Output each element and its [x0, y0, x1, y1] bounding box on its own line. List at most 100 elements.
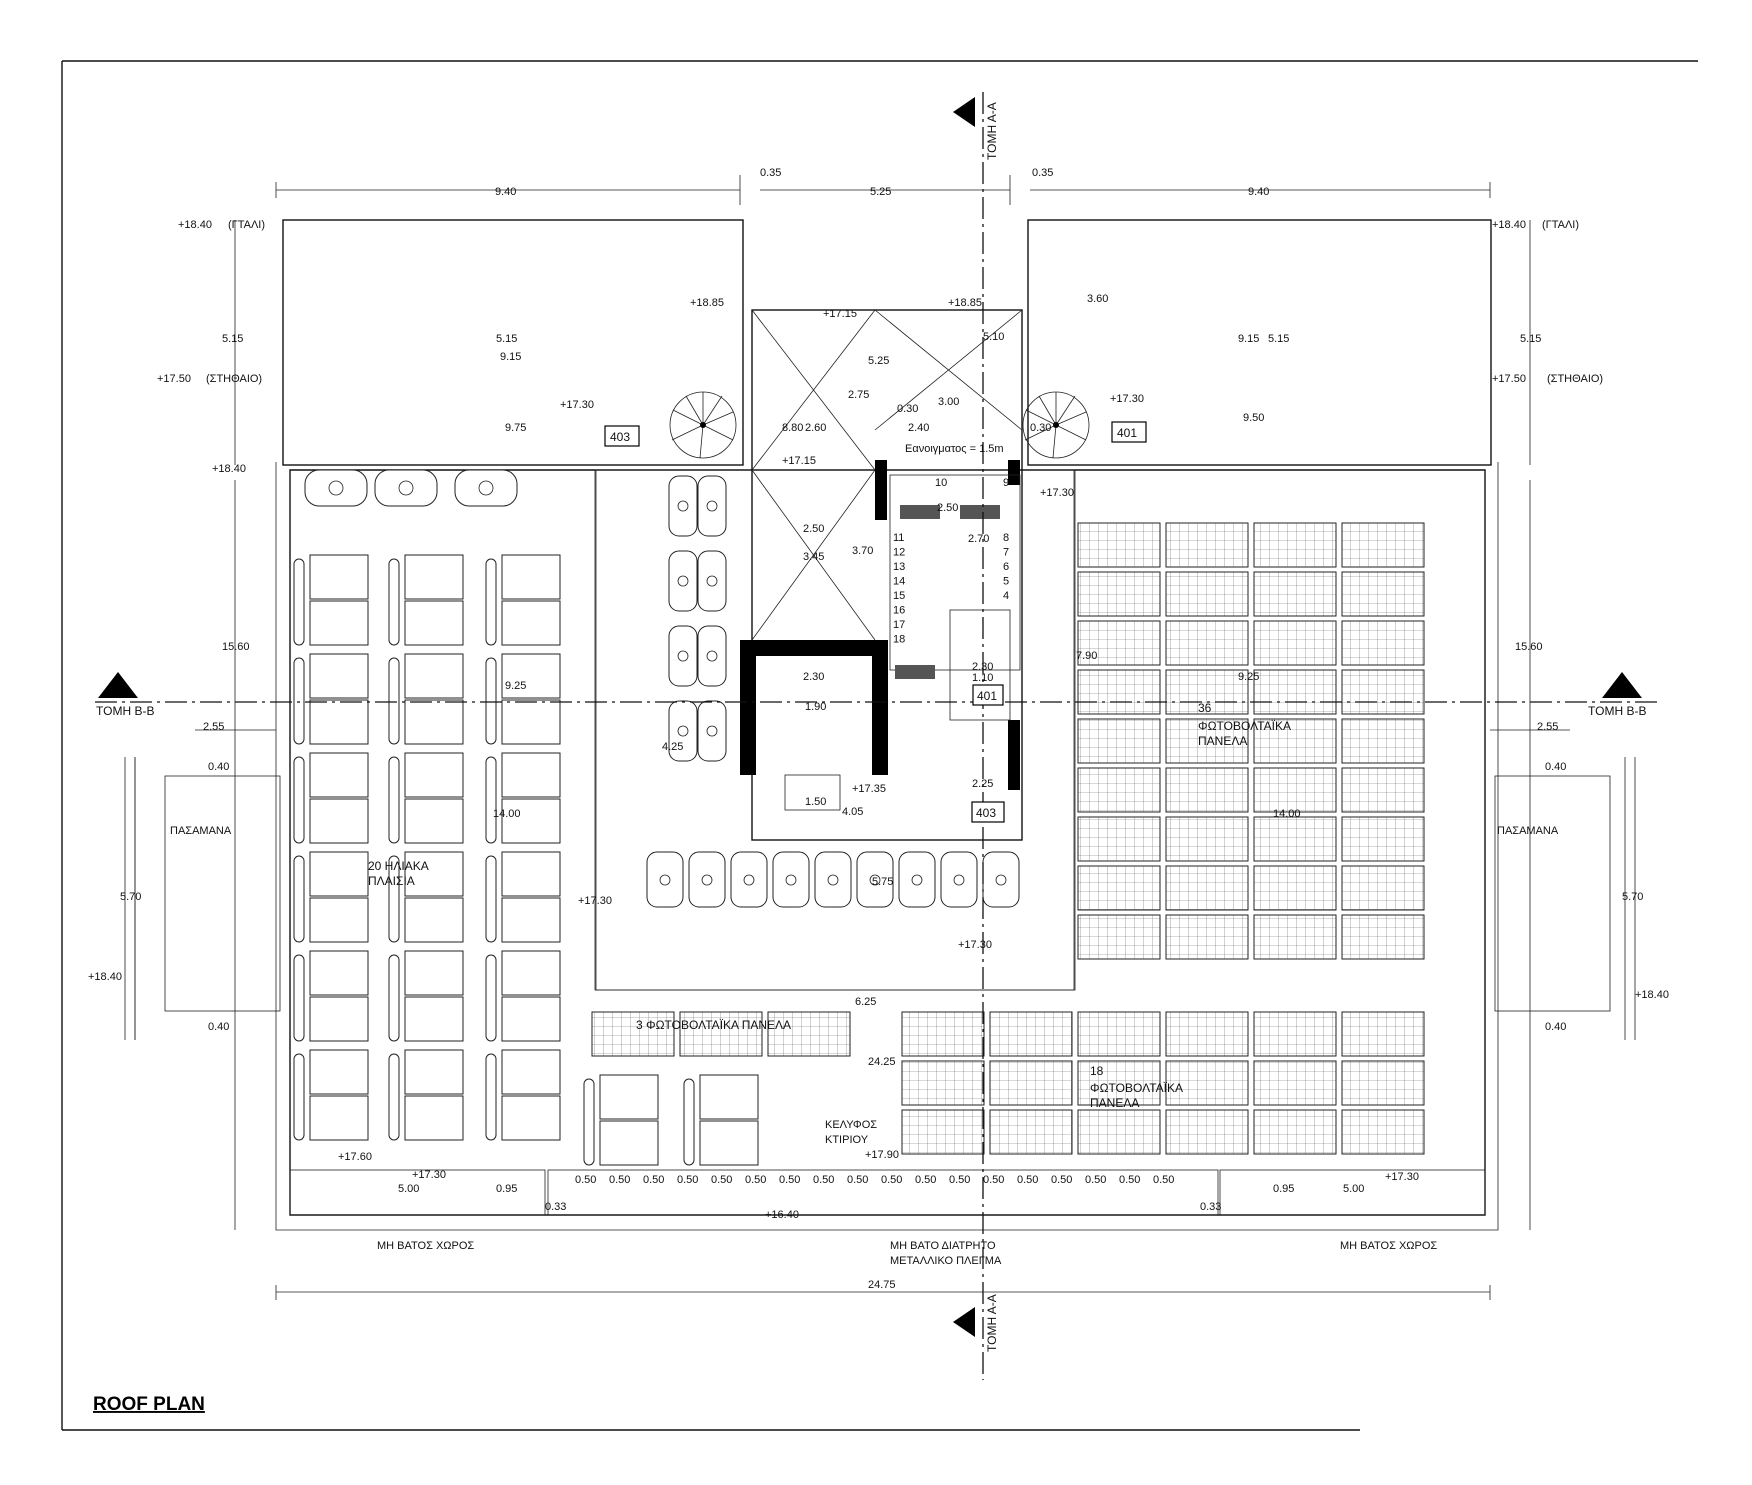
dim-bottom-left: 5.00	[398, 1183, 419, 1195]
non-walkable-right-label: ΜΗ ΒΑΤΟΣ ΧΩΡΟΣ	[1340, 1240, 1437, 1252]
tank-valve	[706, 575, 718, 587]
pv-panel	[1077, 914, 1161, 960]
railing-label-right: ΠΑΣΑΜΑΝΑ	[1497, 825, 1559, 837]
level-column-left-note: (ΣΤΗΘΑΙΟ)	[206, 373, 262, 385]
dim-inner-n: 5.10	[983, 331, 1004, 343]
solar-collector	[309, 752, 369, 798]
dim-core-i: 1.50	[805, 796, 826, 808]
grating-module-dim: 0.50	[813, 1174, 834, 1186]
pv-36-count: 36	[1198, 701, 1212, 715]
water-tank	[697, 700, 727, 762]
solar-collector	[501, 851, 561, 897]
dim-core-c: 3.70	[852, 545, 873, 557]
collector-tank	[388, 657, 400, 745]
pv-panel	[901, 1109, 985, 1155]
solar-collector	[309, 798, 369, 844]
pv-panel	[1253, 914, 1337, 960]
stair-step-number: 9	[1003, 477, 1009, 489]
dim-bottom-right-small: 0.95	[1273, 1183, 1294, 1195]
level-1885-left: +18.85	[690, 297, 724, 309]
dim-core-n: 5.75	[872, 876, 893, 888]
water-tank	[697, 475, 727, 537]
pv-panel	[1077, 669, 1161, 715]
stair-step-number: 4	[1003, 590, 1009, 602]
dim-right-mid-width: 9.25	[1238, 671, 1259, 683]
solar-collector	[501, 699, 561, 745]
stair-step-number: 16	[893, 605, 905, 617]
solar-collector	[501, 897, 561, 943]
stair-step-number: 8	[1003, 532, 1009, 544]
tank-valve	[398, 480, 414, 496]
pv-panel	[1165, 620, 1249, 666]
collector-tank	[388, 558, 400, 646]
grating-module-dim: 0.50	[609, 1174, 630, 1186]
water-tank	[668, 625, 698, 687]
metal-grating	[289, 1169, 1486, 1216]
dim-right-stair: 5.70	[1622, 891, 1643, 903]
pv-panel	[989, 1060, 1073, 1106]
pv-panel	[1077, 1109, 1161, 1155]
tank-valve	[869, 874, 881, 886]
terrace-right	[1027, 219, 1492, 466]
level-1840-right-stair: +18.40	[1635, 989, 1669, 1001]
dim-right-mid-offset: 7.90	[1076, 650, 1097, 662]
grating-module-dim: 0.50	[949, 1174, 970, 1186]
pv-panel	[1165, 865, 1249, 911]
tank-valve	[478, 480, 494, 496]
solar-collector	[404, 554, 464, 600]
tank-valve	[911, 874, 923, 886]
level-1715-mid: +17.15	[782, 455, 816, 467]
grating-module-dim: 0.50	[1017, 1174, 1038, 1186]
section-bb-label-left: ΤΟΜΗ Β-Β	[96, 704, 154, 718]
dim-top-right: 9.40	[1248, 186, 1269, 198]
collector-tank	[293, 657, 305, 745]
pv-panel	[679, 1011, 763, 1057]
dim-core-d: 2.50	[937, 502, 958, 514]
pv-panel	[1341, 865, 1425, 911]
dimension-lines	[134, 175, 1570, 1300]
solar-collector	[501, 554, 561, 600]
pv-panel	[901, 1060, 985, 1106]
dim-inner-f: 8.80	[782, 422, 803, 434]
dim-core-m: 2.25	[972, 778, 993, 790]
solar-collector	[309, 600, 369, 646]
dim-inner-d: 5.25	[868, 355, 889, 367]
solar-collector	[404, 752, 464, 798]
dim-offset-right: 0.35	[1032, 167, 1053, 179]
water-tank	[668, 550, 698, 612]
solar-collector	[309, 851, 369, 897]
pv-panel	[901, 1011, 985, 1057]
solar-collector	[501, 653, 561, 699]
dim-left-depth: 14.00	[493, 808, 521, 820]
collector-tank	[388, 1053, 400, 1141]
pv-panel	[1077, 1011, 1161, 1057]
pv-panel	[1341, 767, 1425, 813]
pv-panel	[989, 1109, 1073, 1155]
solar-collector	[309, 653, 369, 699]
collector-tank	[293, 855, 305, 943]
dim-mid-gap: 6.25	[855, 996, 876, 1008]
dim-inner-l: 9.50	[1243, 412, 1264, 424]
dim-right-depth: 14.00	[1273, 808, 1301, 820]
tank-valve	[701, 874, 713, 886]
dim-inner-g: 2.60	[805, 422, 826, 434]
dim-right-upper: 5.15	[1520, 333, 1541, 345]
solar-collector-field	[293, 554, 759, 1166]
level-1640: +16.40	[765, 1209, 799, 1221]
railing-right	[1494, 757, 1636, 1040]
pv-panel	[1077, 865, 1161, 911]
grating-module-dim: 0.50	[643, 1174, 664, 1186]
pv-panel	[1077, 571, 1161, 617]
water-tank	[454, 469, 518, 507]
tank-valve	[677, 500, 689, 512]
pv-panel	[1341, 571, 1425, 617]
dim-core-h: 4.25	[662, 741, 683, 753]
pv-panel	[1341, 1011, 1425, 1057]
pv-panel	[1341, 669, 1425, 715]
water-tank	[940, 851, 978, 908]
grating-module-dim: 0.50	[711, 1174, 732, 1186]
